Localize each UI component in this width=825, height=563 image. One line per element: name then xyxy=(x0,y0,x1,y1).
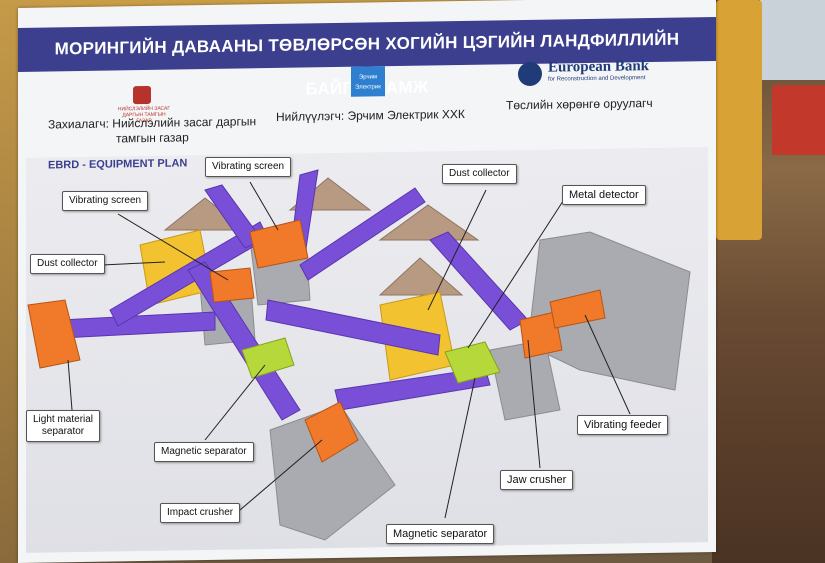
jaw-crusher-box xyxy=(519,311,563,359)
label-jaw-crusher: Jaw crusher xyxy=(500,470,574,490)
conveyor-1 xyxy=(59,311,216,339)
red-truck xyxy=(772,85,825,155)
leader-vibrating-screen-2 xyxy=(117,213,229,281)
screen-box-2 xyxy=(209,267,255,303)
sky xyxy=(760,0,825,80)
label-metal-detector: Metal detector xyxy=(562,185,646,205)
conveyor-4 xyxy=(265,299,441,356)
label-dust-collector-1: Dust collector xyxy=(30,254,105,274)
leader-light-material xyxy=(67,359,73,411)
leader-dust-collector-1 xyxy=(101,261,166,266)
label-impact-crusher: Impact crusher xyxy=(160,503,241,523)
leader-vibrating-screen-1 xyxy=(249,181,279,231)
background-right xyxy=(712,0,825,563)
magnet-box-1 xyxy=(241,337,295,379)
label-dust-collector-2: Dust collector xyxy=(442,164,517,184)
leader-vibrating-feeder xyxy=(584,314,631,415)
leader-metal-detector xyxy=(467,197,566,349)
label-magnetic-separator-2: Magnetic separator xyxy=(386,524,495,544)
label-light-material: Light material separator xyxy=(26,410,101,442)
label-vibrating-screen-2: Vibrating screen xyxy=(62,191,149,211)
impact-crusher-box xyxy=(304,401,359,463)
pile-cone-3 xyxy=(378,204,480,241)
label-magnetic-separator-1: Magnetic separator xyxy=(154,442,254,462)
label-vibrating-feeder: Vibrating feeder xyxy=(577,415,669,435)
label-light-material-line1: Light material xyxy=(33,414,94,425)
label-vibrating-screen-1: Vibrating screen xyxy=(205,157,292,177)
magnet-box-2 xyxy=(444,341,501,384)
feeder-box xyxy=(549,289,606,329)
conveyor-6 xyxy=(299,187,426,281)
label-light-material-line2: separator xyxy=(41,426,85,437)
pile-cone-4 xyxy=(378,257,464,296)
leader-magnetic-separator-1 xyxy=(204,364,266,441)
leader-magnetic-separator-2 xyxy=(444,377,476,519)
leader-impact-crusher xyxy=(239,439,323,511)
leader-jaw-crusher xyxy=(527,339,541,469)
excavator-arm xyxy=(716,0,762,240)
screen-box-1 xyxy=(249,219,309,269)
light-separator-box xyxy=(27,299,81,369)
leader-dust-collector-2 xyxy=(427,189,487,311)
